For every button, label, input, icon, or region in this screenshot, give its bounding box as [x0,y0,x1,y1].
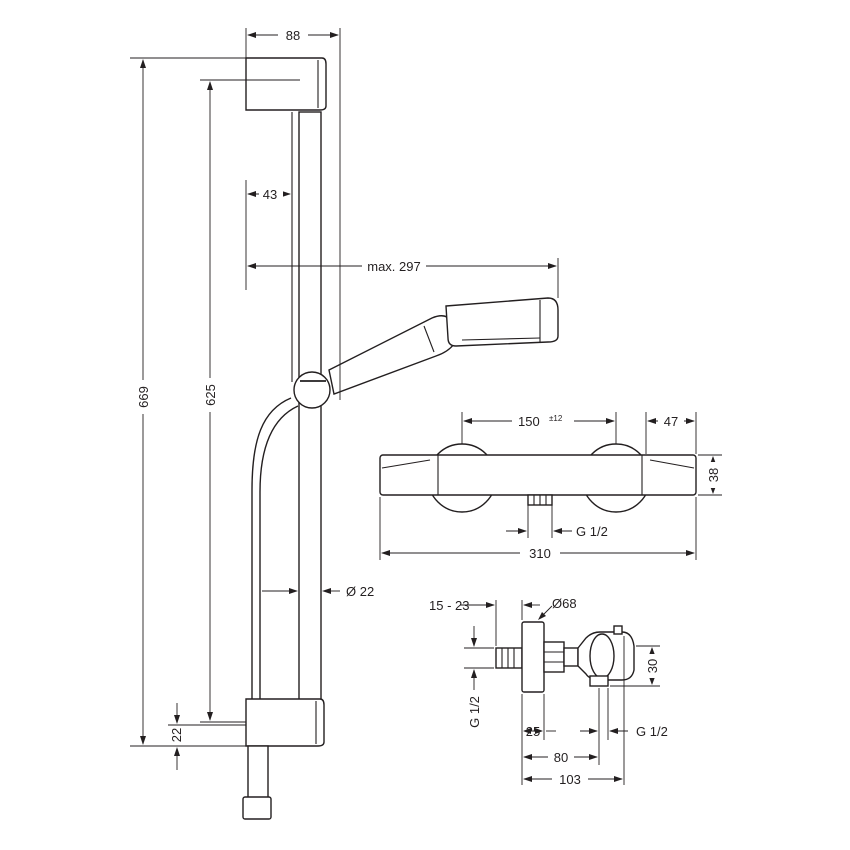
side-eccentric [563,647,579,667]
mixer-front-view [379,443,697,513]
dim-max297-label: max. 297 [367,259,420,274]
head-nozzles [461,337,541,341]
dim-150-label: 150 [518,414,540,429]
handle-ring [423,325,435,353]
dim-88-label: 88 [286,28,300,43]
inlet-thread [495,647,523,669]
dim-43-label: 43 [263,187,277,202]
dim-30-label: 30 [645,659,660,673]
hand-shower-handle [328,315,455,395]
mixer-body [379,454,697,496]
shower-rail-set [242,57,559,820]
dim-outlet-right-g12-label: G 1/2 [636,724,668,739]
mixer-side-dimensions: 15 - 23 Ø68 G 1/2 30 25 [429,596,668,787]
bottom-bracket [245,698,325,747]
dim-625-label: 625 [203,384,218,406]
dim-38-label: 38 [706,468,721,482]
dim-diameter22-label: Ø 22 [346,584,374,599]
dim-47-label: 47 [664,414,678,429]
side-rosette [521,621,545,693]
right-handle-bevel [649,459,695,469]
top-bracket [245,57,327,111]
hose-upper [251,397,299,701]
dim-80-label: 80 [554,750,568,765]
dim-inlet-g12-label: G 1/2 [467,696,482,728]
dim-22-label: 22 [169,728,184,742]
dim-103-label: 103 [559,772,581,787]
side-body-end [589,633,615,679]
slider-knob [293,371,331,409]
left-handle-bevel [381,459,431,469]
side-nut [543,641,565,673]
hose-nut [242,796,272,820]
shower-rail-dimensions: 88 669 625 43 max. 297 [130,27,559,770]
dim-diameter68-label: Ø68 [552,596,577,611]
dim-25-label: 25 [526,724,540,739]
hose-lower [247,745,269,799]
dim-310-label: 310 [529,546,551,561]
dim-150-tolerance: ±12 [549,414,563,423]
side-valve-top [613,625,623,635]
dim-15-23-label: 15 - 23 [429,598,469,613]
hand-shower-head [445,297,559,347]
mixer-front-dimensions: 150 ±12 47 38 G 1/2 310 [379,412,722,561]
mixer-side-view [495,621,635,693]
dim-outlet-g12-label: G 1/2 [576,524,608,539]
side-outlet [589,675,609,687]
dim-669-label: 669 [136,386,151,408]
